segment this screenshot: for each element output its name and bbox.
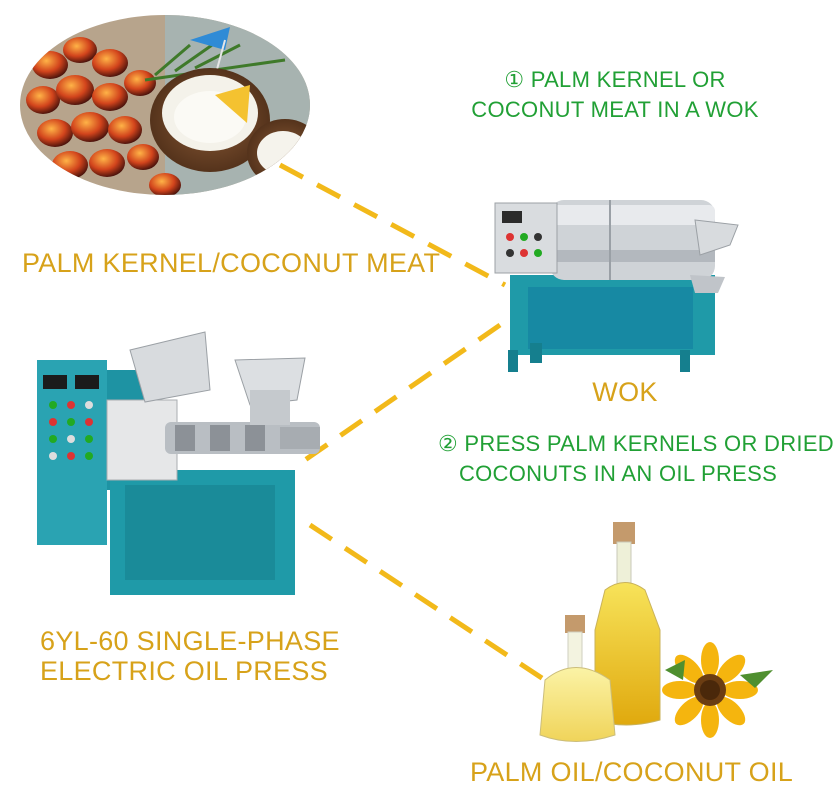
caption-palm-coconut-oil: PALM OIL/COCONUT OIL <box>470 757 794 787</box>
oil-bottles-image <box>539 522 773 742</box>
caption-wok: WOK <box>592 377 658 407</box>
connector-raw-to-wok <box>278 162 507 288</box>
oil-press-image <box>37 331 320 595</box>
step-1-line-2: COCONUT MEAT IN A WOK <box>471 97 759 122</box>
caption-oil-press-line-2: ELECTRIC OIL PRESS <box>40 656 328 686</box>
palm-fruit-coconut-image <box>20 15 310 195</box>
step-2-line-1: ② PRESS PALM KERNELS OR DRIED <box>438 431 834 456</box>
caption-oil-press-line-1: 6YL-60 SINGLE-PHASE <box>40 626 340 656</box>
connector-press-to-oil <box>308 522 562 693</box>
wok-machine-image <box>494 200 739 372</box>
flow-connectors <box>278 162 562 693</box>
step-1-line-1: ① PALM KERNEL OR <box>504 67 726 92</box>
step-2-line-2: COCONUTS IN AN OIL PRESS <box>458 461 778 486</box>
caption-palm-kernel-coconut-meat: PALM KERNEL/COCONUT MEAT <box>22 248 441 278</box>
